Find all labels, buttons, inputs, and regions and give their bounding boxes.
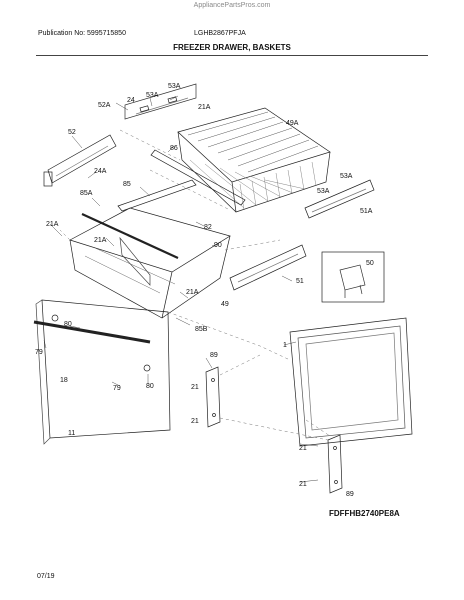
slide-rail-51 bbox=[229, 244, 307, 291]
callout-1: 1 bbox=[283, 342, 287, 349]
callout-82: 82 bbox=[204, 224, 212, 231]
callout-49: 49 bbox=[221, 301, 229, 308]
leader-lines bbox=[43, 95, 319, 483]
bracket-50 bbox=[321, 251, 385, 303]
callout-80: 80 bbox=[146, 383, 154, 390]
callout-86: 86 bbox=[170, 145, 178, 152]
callout-89: 89 bbox=[210, 352, 218, 359]
callout-21a: 21A bbox=[94, 237, 107, 244]
publication-number: Publication No: 5995715850 bbox=[38, 30, 126, 37]
callout-21: 21 bbox=[191, 384, 199, 391]
model-number: LGHB2867PFJA bbox=[194, 30, 246, 37]
callout-85b: 85B bbox=[195, 326, 208, 333]
slide-rail-51a bbox=[304, 179, 375, 219]
diagram-model-code: FDFFHB2740PE8A bbox=[329, 509, 400, 518]
crossbar-85 bbox=[81, 179, 197, 259]
page-title: FREEZER DRAWER, BASKETS bbox=[173, 43, 291, 52]
hinge-bracket-89-bottom bbox=[327, 434, 343, 494]
callout-53a: 53A bbox=[317, 188, 330, 195]
callout-18: 18 bbox=[60, 377, 68, 384]
callout-50: 50 bbox=[366, 260, 374, 267]
callout-21a: 21A bbox=[186, 289, 199, 296]
drawer-front-11 bbox=[33, 299, 171, 445]
callout-24: 24 bbox=[127, 97, 135, 104]
callout-11: 11 bbox=[68, 430, 75, 437]
callout-21a: 21A bbox=[46, 221, 59, 228]
bar-86 bbox=[150, 149, 246, 206]
callout-21a: 21A bbox=[198, 104, 211, 111]
callout-80: 80 bbox=[64, 321, 72, 328]
footer-date: 07/19 bbox=[37, 573, 55, 580]
title-divider bbox=[36, 55, 428, 56]
callout-21: 21 bbox=[299, 445, 307, 452]
callout-21: 21 bbox=[299, 481, 307, 488]
door-gasket-1 bbox=[289, 317, 413, 447]
slide-rail-52a bbox=[124, 83, 197, 120]
callout-51a: 51A bbox=[360, 208, 373, 215]
callout-21: 21 bbox=[191, 418, 199, 425]
callout-labels: 53A 24 53A 52A 21A 49A 52 86 53A 53A 24A… bbox=[35, 83, 374, 498]
watermark: AppliancePartsPros.com bbox=[193, 2, 271, 9]
callout-90: 90 bbox=[214, 242, 222, 249]
callout-52: 52 bbox=[68, 129, 76, 136]
callout-79: 79 bbox=[35, 349, 43, 356]
assembly-guide-lines bbox=[59, 129, 331, 441]
callout-24a: 24A bbox=[94, 168, 107, 175]
callout-53a: 53A bbox=[340, 173, 353, 180]
hinge-bracket-89-top bbox=[205, 366, 221, 428]
callout-85: 85 bbox=[123, 181, 131, 188]
exploded-parts-diagram: 53A 24 53A 52A 21A 49A 52 86 53A 53A 24A… bbox=[33, 83, 413, 498]
lower-basket-49 bbox=[69, 207, 231, 319]
callout-89: 89 bbox=[346, 491, 354, 498]
slide-rail-52 bbox=[43, 134, 117, 187]
callout-53a: 53A bbox=[168, 83, 181, 90]
callout-85a: 85A bbox=[80, 190, 93, 197]
callout-52a: 52A bbox=[98, 102, 111, 109]
callout-53a: 53A bbox=[146, 92, 159, 99]
callout-51: 51 bbox=[296, 278, 304, 285]
wire-basket-49a bbox=[177, 107, 331, 213]
callout-79: 79 bbox=[113, 385, 121, 392]
callout-49a: 49A bbox=[286, 120, 299, 127]
